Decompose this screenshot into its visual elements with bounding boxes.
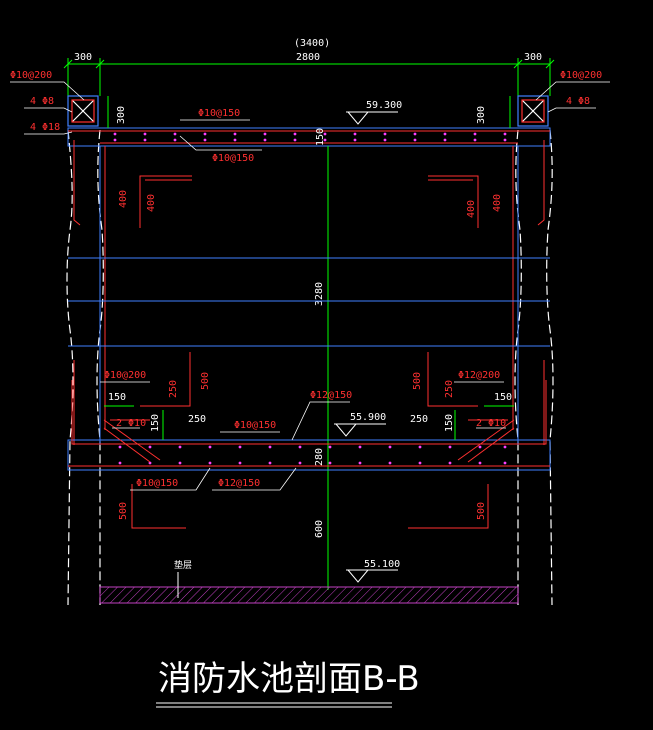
wall-blue-lines: [99, 146, 519, 445]
rebar-slab-top-2: Φ10@150: [212, 153, 254, 164]
rebar-left-wall: Φ10@200: [104, 370, 146, 381]
rebar-leaders: [10, 81, 610, 491]
top-anchor-rebar: [139, 175, 479, 228]
top-slab-rebar-dots: [113, 132, 507, 142]
haunch-right-v: 150: [444, 414, 455, 432]
top-slab: [67, 127, 551, 147]
elevation-middle-marker: [334, 423, 386, 437]
rebar-mid-bottom-2: Φ12@150: [218, 478, 260, 489]
blue-guides: [68, 257, 550, 347]
haunch-dim-lines: [104, 405, 514, 440]
haunch-rebar: [71, 380, 547, 463]
anchor-400-c: 400: [466, 200, 477, 218]
rebar-mid-bottom-1: Φ10@150: [136, 478, 178, 489]
haunch-left-v: 150: [150, 414, 161, 432]
dim-height-main: 3280: [314, 282, 325, 306]
dim-total-bracket: (3400): [294, 38, 330, 49]
vert-250-left: 250: [168, 380, 179, 398]
top-slab-h-left: 300: [116, 106, 127, 124]
vert-250-right: 250: [444, 380, 455, 398]
rebar-right-top: Φ10@200: [560, 70, 602, 81]
rebar-mid-slab-center: Φ12@150: [310, 390, 352, 401]
elevation-bottom-marker: [346, 569, 398, 583]
right-wall: [514, 129, 554, 606]
haunch-right-250: 250: [410, 414, 428, 425]
mid-anchor-rebar: [131, 352, 489, 529]
elevation-top-marker: [346, 111, 398, 125]
anchor-500-d: 500: [476, 502, 487, 520]
rebar-right-2b10: 2 Φ10: [476, 418, 506, 429]
slab-height-dims: [107, 96, 511, 128]
rebar-left-4b18: 4 Φ18: [30, 122, 60, 133]
middle-slab: [67, 439, 551, 471]
elevation-bottom: 55.100: [364, 559, 400, 570]
left-corner-column: [67, 95, 99, 127]
haunch-left-h: 150: [108, 392, 126, 403]
top-dimension: [63, 58, 555, 96]
rebar-right-wall: Φ12@200: [458, 370, 500, 381]
right-corner-column: [517, 95, 549, 127]
elevation-middle: 55.900: [350, 412, 386, 423]
elevation-top: 59.300: [366, 100, 402, 111]
dim-right-wall: 300: [524, 52, 542, 63]
rebar-right-4b: 4 Φ8: [566, 96, 590, 107]
middle-slab-rebar-dots: [118, 445, 507, 465]
dim-top-slab: 150: [315, 128, 326, 146]
anchor-400-b: 400: [146, 194, 157, 212]
drawing-title: 消防水池剖面B-B: [158, 659, 420, 699]
rebar-mid-slab-top: Φ10@150: [234, 420, 276, 431]
rebar-left-4b: 4 Φ8: [30, 96, 54, 107]
dim-mid-slab: 280: [314, 448, 325, 466]
anchor-500-b: 500: [412, 372, 423, 390]
wall-rebar: [73, 140, 545, 445]
haunch-left-250: 250: [188, 414, 206, 425]
rebar-left-2b10: 2 Φ10: [116, 418, 146, 429]
haunch-right-h: 150: [494, 392, 512, 403]
dim-inner-width: 2800: [296, 52, 320, 63]
anchor-500-c: 500: [118, 502, 129, 520]
cushion-label: 垫层: [174, 559, 192, 571]
cushion-layer: [99, 586, 519, 604]
dim-lower-height: 600: [314, 520, 325, 538]
left-wall: [66, 129, 104, 606]
top-slab-h-right: 300: [476, 106, 487, 124]
anchor-500-a: 500: [200, 372, 211, 390]
rebar-slab-top-1: Φ10@150: [198, 108, 240, 119]
anchor-400-a: 400: [118, 190, 129, 208]
anchor-400-d: 400: [492, 194, 503, 212]
rebar-left-top: Φ10@200: [10, 70, 52, 81]
dim-left-wall: 300: [74, 52, 92, 63]
